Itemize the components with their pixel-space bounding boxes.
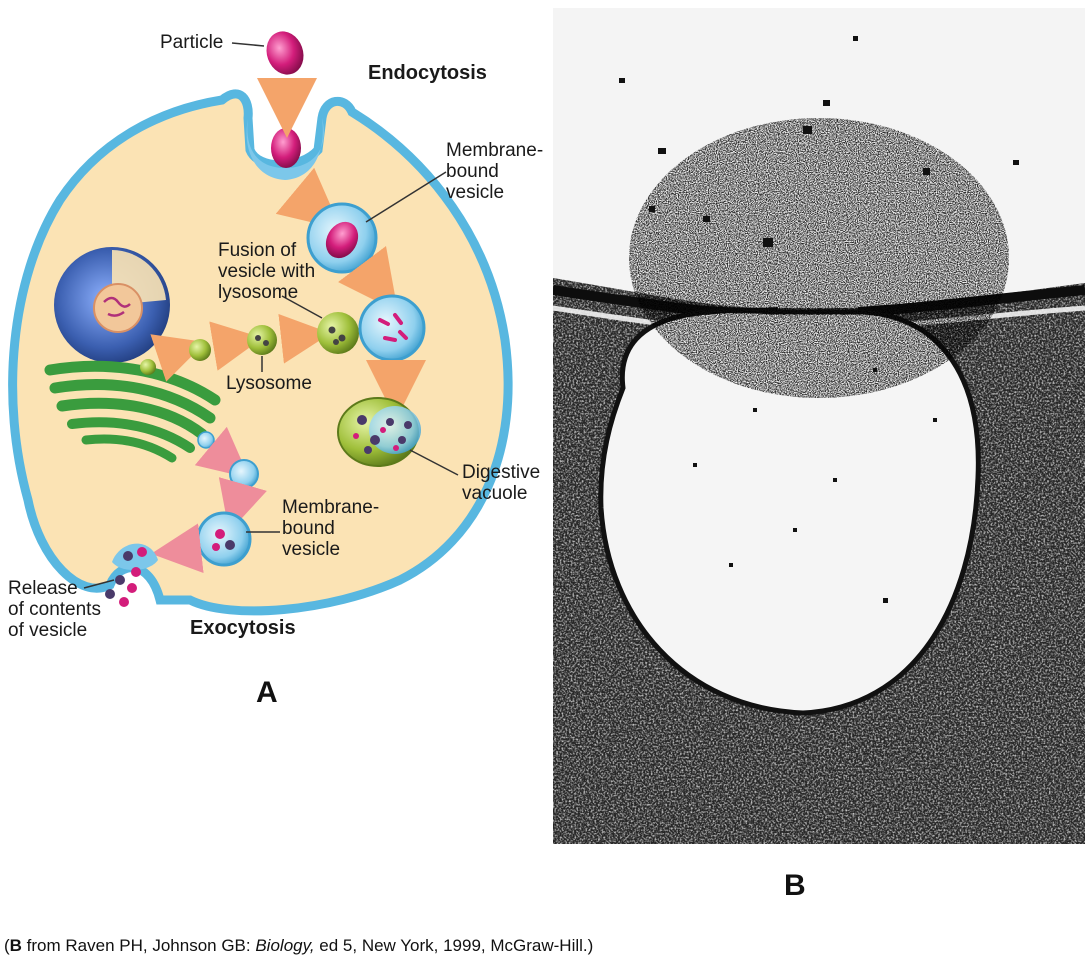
fusing-lysosome (317, 312, 359, 354)
arrow-exo-3 (176, 549, 194, 551)
golgi-vesicle (140, 359, 156, 375)
panel-letter-b: B (784, 869, 806, 903)
label-lysosome: Lysosome (226, 373, 312, 394)
panel-letter-a: A (256, 676, 278, 710)
label-release: Release of contents of vesicle (8, 578, 101, 641)
particle (261, 26, 310, 80)
particle-leader (232, 43, 264, 46)
figure-caption: (B from Raven PH, Johnson GB: Biology, e… (4, 936, 593, 956)
electron-micrograph (553, 8, 1085, 844)
label-particle: Particle (160, 32, 223, 53)
secretory-vesicle (198, 513, 250, 565)
label-membrane-bound-vesicle-bottom: Membrane- bound vesicle (282, 497, 379, 560)
nucleolus (94, 284, 142, 332)
particle-in-pit (271, 128, 301, 168)
label-exocytosis: Exocytosis (190, 617, 296, 640)
label-fusion: Fusion of vesicle with lysosome (218, 240, 315, 303)
fusing-vesicle (360, 296, 424, 360)
label-endocytosis: Endocytosis (368, 62, 487, 85)
arrow-to-lysosome (220, 342, 238, 345)
label-membrane-bound-vesicle-top: Membrane- bound vesicle (446, 140, 543, 203)
label-digestive-vacuole: Digestive vacuole (462, 462, 540, 504)
arrow-to-fusion-lysosome (288, 336, 306, 338)
lysosome (247, 325, 277, 355)
secretory-vesicle-small (230, 460, 258, 488)
golgi-secretory-vesicle (198, 432, 214, 448)
small-lysosome (189, 339, 211, 361)
